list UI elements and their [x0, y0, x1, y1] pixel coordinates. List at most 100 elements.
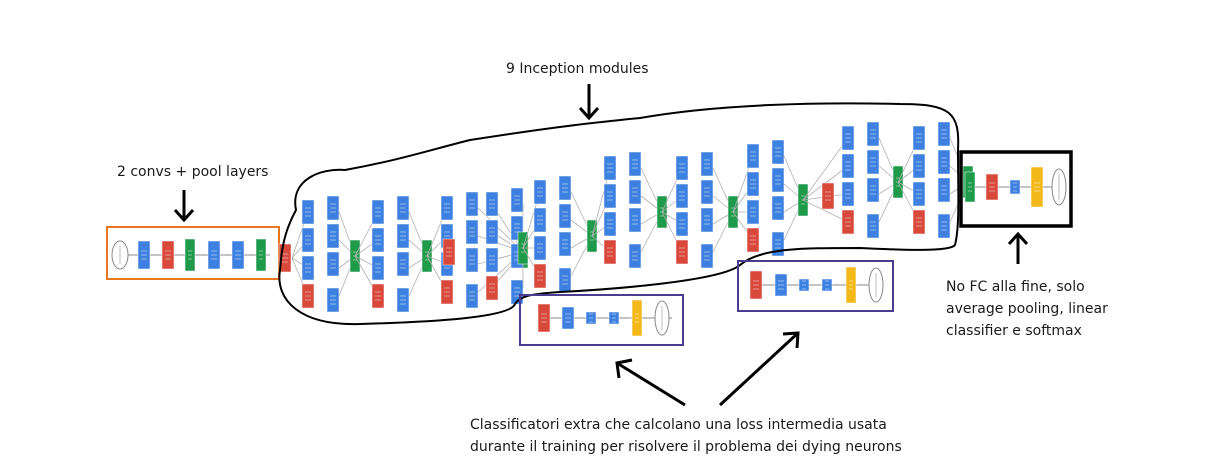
branch-a-2-text-marks	[375, 263, 381, 273]
branch-a-3-text-marks	[845, 217, 851, 227]
branch-b-3-text-marks	[632, 251, 638, 261]
branch-b-3-text-marks	[941, 221, 947, 231]
inception-module-6	[591, 151, 668, 269]
branch-b-3-text-marks	[400, 295, 406, 305]
arrow-shaft	[616, 361, 686, 407]
annotations	[173, 84, 1073, 407]
branch-b-0-text-marks	[514, 195, 520, 205]
aux1-fc2-text-marks	[612, 313, 616, 323]
branch-b-1-text-marks	[330, 231, 336, 241]
stem-lrn-1-text-marks	[188, 250, 192, 260]
branch-b-3-text-marks	[469, 291, 475, 301]
branch-b-1-text-marks	[562, 211, 568, 221]
branch-b-2-text-marks	[632, 215, 638, 225]
stem-conv-1-text-marks	[141, 250, 147, 260]
inception-module-7	[661, 151, 739, 269]
inception-module-10	[897, 121, 974, 239]
branch-in	[802, 199, 849, 223]
inception-modules-outline	[278, 102, 960, 326]
branch-b-3-text-marks	[562, 275, 568, 285]
final-concat-text-marks	[968, 182, 972, 192]
arrow-diagonal-icon	[718, 331, 800, 407]
branch-a-0-text-marks	[305, 207, 311, 217]
inception-module-5	[522, 175, 598, 293]
inception-module-2	[354, 195, 433, 313]
stem-pool-2-text-marks	[282, 253, 288, 263]
branch-a-3-text-marks	[305, 291, 311, 301]
branch-a-3-text-marks	[607, 247, 613, 257]
arrow-head	[782, 331, 800, 349]
branch-a-3-text-marks	[489, 283, 495, 293]
branch-a-2-text-marks	[916, 189, 922, 199]
branch-a-2-text-marks	[537, 243, 543, 253]
branch-in	[802, 137, 849, 201]
softmax-layer-text-marks	[1034, 182, 1040, 192]
branch-b-0-text-marks	[469, 199, 475, 209]
no-fc-line-3: classifier e softmax	[946, 323, 1082, 339]
branch-b-2-text-marks	[330, 259, 336, 269]
branch-a-1-text-marks	[537, 215, 543, 225]
aux2-avgpool-text-marks	[753, 280, 759, 290]
inception-module-9	[802, 121, 904, 239]
no-fc-line-1: No FC alla fine, solo	[946, 279, 1085, 295]
branch-a-2-text-marks	[305, 263, 311, 273]
branch-a-3-text-marks	[537, 271, 543, 281]
arrow-up-icon	[1007, 231, 1029, 264]
branch-a-0-text-marks	[607, 163, 613, 173]
branch-b-0-text-marks	[632, 159, 638, 169]
linear-classifier-text-marks	[1013, 182, 1017, 192]
branch-b-2-text-marks	[400, 259, 406, 269]
stem-conv-3-text-marks	[235, 250, 241, 260]
branch-a-0-text-marks	[444, 203, 450, 213]
branch-b-1-text-marks	[400, 231, 406, 241]
final-classifier-box	[959, 150, 1073, 228]
aux2-fc-text-marks	[802, 280, 806, 290]
arrow-shaft	[718, 331, 800, 407]
maxpool-stage-4-text-marks	[825, 191, 831, 201]
branch-b-2-text-marks	[775, 203, 781, 213]
branch-a-0-text-marks	[375, 207, 381, 217]
branch-b-3-text-marks	[775, 239, 781, 249]
branch-a-1-text-marks	[305, 235, 311, 245]
branch-b-0-text-marks	[330, 203, 336, 213]
branch-b-1-text-marks	[704, 187, 710, 197]
aux-classifier-1-box	[519, 294, 684, 346]
branch-b-0-text-marks	[704, 159, 710, 169]
no-fc-line-2: average pooling, linear	[946, 301, 1108, 317]
stem-layers-label: 2 convs + pool layers	[117, 164, 269, 180]
branch-a-3-text-marks	[750, 235, 756, 245]
branch-b-2-text-marks	[870, 185, 876, 195]
branch-b-0-text-marks	[562, 183, 568, 193]
aux1-avgpool-text-marks	[541, 313, 547, 323]
aux1-fc-text-marks	[589, 313, 593, 323]
branch-b-3-text-marks	[870, 221, 876, 231]
inception-module-8	[732, 139, 809, 257]
maxpool-stage-3-text-marks	[446, 247, 452, 257]
branch-b-2-text-marks	[941, 185, 947, 195]
network-blocks	[106, 121, 1067, 337]
branch-a-3-text-marks	[444, 287, 450, 297]
branch-a-1-text-marks	[679, 191, 685, 201]
arrow-diagonal-icon	[615, 358, 686, 407]
branch-b-0-text-marks	[870, 129, 876, 139]
branch-a-2-text-marks	[489, 255, 495, 265]
branch-b-1-text-marks	[870, 157, 876, 167]
branch-b-1-text-marks	[469, 227, 475, 237]
inception-modules-label: 9 Inception modules	[506, 61, 649, 77]
branch-a-0-text-marks	[537, 187, 543, 197]
aux2-fc2-text-marks	[825, 280, 829, 290]
branch-a-1-text-marks	[607, 191, 613, 201]
arrow-head	[578, 106, 600, 121]
no-fc-note: No FC alla fine, solo average pooling, l…	[946, 276, 1108, 342]
branch-b-1-text-marks	[941, 157, 947, 167]
aux-classifier-2-box	[737, 260, 894, 312]
arrow-down-icon	[173, 190, 195, 223]
branch-a-1-text-marks	[750, 179, 756, 189]
extra-classifiers-line-1: Classificatori extra che calcolano una l…	[470, 417, 887, 433]
extra-classifiers-note: Classificatori extra che calcolano una l…	[470, 414, 902, 458]
branch-b-0-text-marks	[400, 203, 406, 213]
aux1-conv-text-marks	[565, 313, 571, 323]
branch-b-2-text-marks	[704, 215, 710, 225]
branch-b-1-text-marks	[775, 175, 781, 185]
